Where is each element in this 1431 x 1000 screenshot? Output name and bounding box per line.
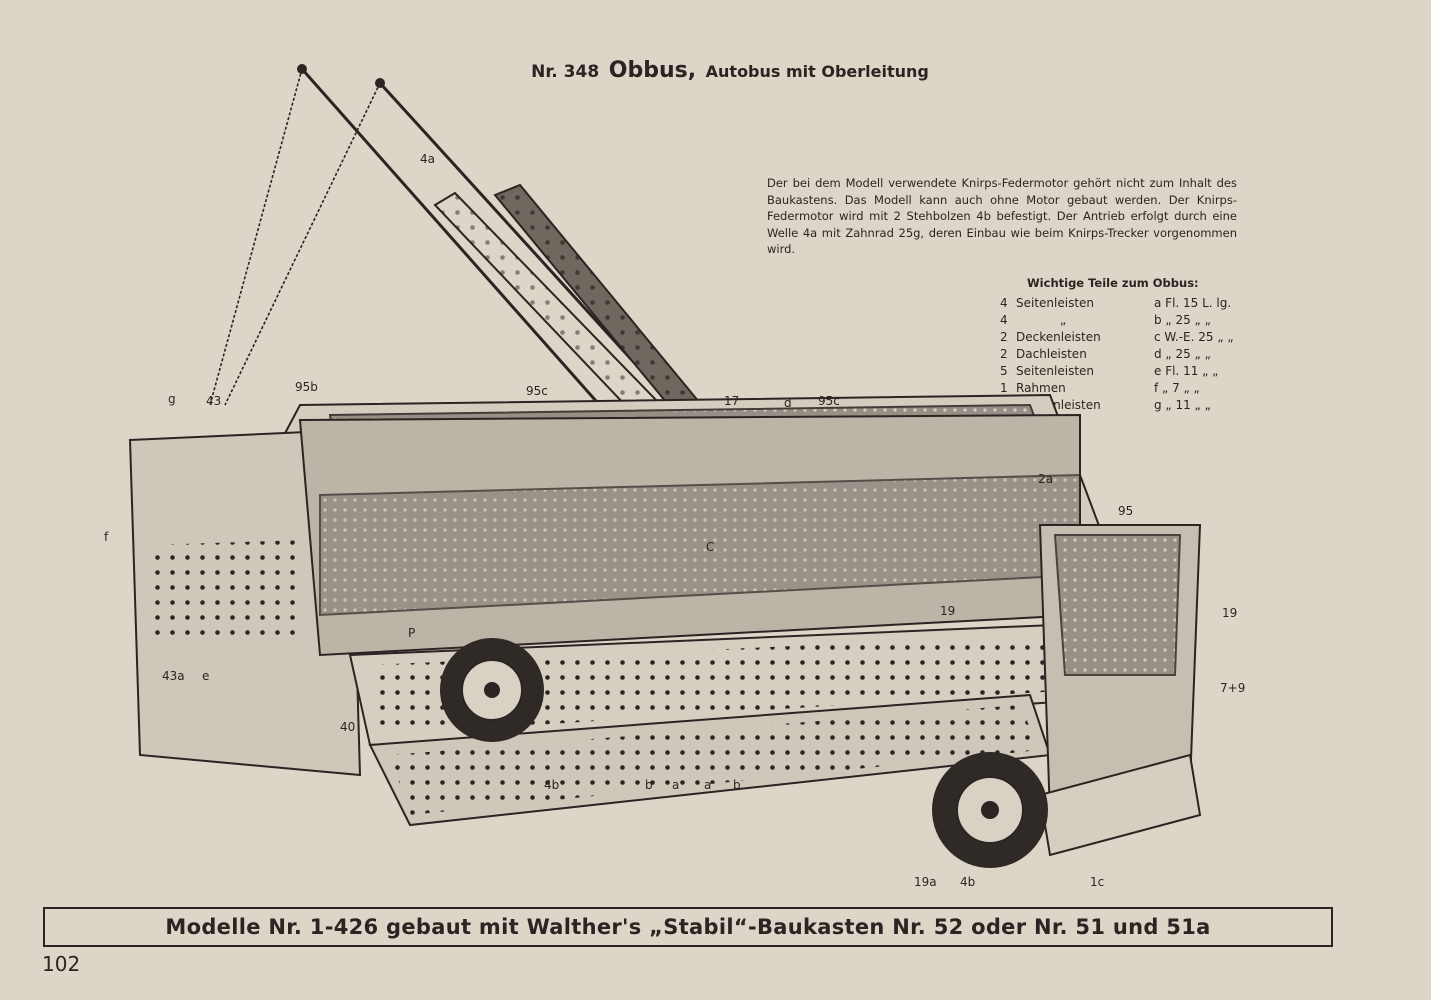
bus-body bbox=[128, 393, 1202, 857]
label-e: e bbox=[202, 669, 209, 683]
label-c: C bbox=[706, 540, 714, 554]
part-name: Seitenleisten bbox=[1016, 364, 1095, 378]
parts-row: 2 Dachleisten d „ 25 „ „ bbox=[1000, 347, 1235, 364]
label-d: d bbox=[784, 396, 792, 410]
part-qty: 2 bbox=[1000, 347, 1008, 361]
label-95: 95 bbox=[1118, 504, 1133, 518]
label-19a: 19a bbox=[914, 875, 937, 889]
model-name: Obbus, bbox=[608, 58, 697, 83]
label-43a: 43a bbox=[162, 669, 185, 683]
label-g: g bbox=[168, 392, 176, 406]
footer-banner: Modelle Nr. 1-426 gebaut mit Walther's „… bbox=[43, 907, 1333, 947]
part-name: Rahmen bbox=[1016, 381, 1066, 395]
label-4a-top: 4a bbox=[420, 152, 435, 166]
label-p: P bbox=[408, 626, 415, 640]
parts-row: 5 Seitenleisten e Fl. 11 „ „ bbox=[1000, 364, 1235, 381]
part-spec: b „ 25 „ „ bbox=[1154, 313, 1211, 327]
footer-text: Modelle Nr. 1-426 gebaut mit Walther's „… bbox=[165, 915, 1211, 939]
label-43: 43 bbox=[206, 394, 221, 408]
label-40: 40 bbox=[340, 720, 355, 734]
label-4b-bottom: 4b bbox=[960, 875, 975, 889]
parts-row: 4 Seitenleisten a Fl. 15 L. lg. bbox=[1000, 296, 1235, 313]
label-b2: b bbox=[733, 778, 741, 792]
label-4b-left: 4b bbox=[544, 778, 559, 792]
part-spec: f „ 7 „ „ bbox=[1154, 381, 1200, 395]
part-spec: a Fl. 15 L. lg. bbox=[1154, 296, 1232, 310]
part-spec: g „ 11 „ „ bbox=[1154, 398, 1211, 412]
parts-row: 4 „ b „ 25 „ „ bbox=[1000, 313, 1235, 330]
label-95b: 95b bbox=[295, 380, 318, 394]
label-b1: b bbox=[645, 778, 653, 792]
label-19-right: 19 bbox=[1222, 606, 1237, 620]
label-2a: 2a bbox=[1038, 472, 1053, 486]
assembly-description: Der bei dem Modell verwendete Knirps-Fed… bbox=[767, 176, 1237, 257]
drawing-labels: 4a g 43 95b 95c 17 d 95c 2a 95 f 19 19 7… bbox=[104, 152, 1245, 889]
trolleybus-drawing: 4a g 43 95b 95c 17 d 95c 2a 95 f 19 19 7… bbox=[104, 64, 1245, 889]
label-95c-left: 95c bbox=[526, 384, 548, 398]
part-spec: d „ 25 „ „ bbox=[1154, 347, 1211, 361]
part-name: Seitenleisten bbox=[1016, 296, 1095, 310]
label-19-mid: 19 bbox=[940, 604, 955, 618]
parts-row: 1 Rahmen f „ 7 „ „ bbox=[1000, 381, 1235, 398]
parts-heading: Wichtige Teile zum Obbus: bbox=[1027, 276, 1199, 290]
page-number: 102 bbox=[42, 952, 81, 976]
trolley-poles bbox=[209, 64, 720, 449]
part-spec: e Fl. 11 „ „ bbox=[1154, 364, 1219, 378]
label-7plus9: 7+9 bbox=[1220, 681, 1245, 695]
part-qty: 4 bbox=[1000, 296, 1008, 310]
part-name: Deckenleisten bbox=[1016, 330, 1101, 344]
label-a1: a bbox=[672, 778, 679, 792]
part-name: Dachleisten bbox=[1016, 347, 1087, 361]
part-qty: 2 bbox=[1000, 330, 1008, 344]
parts-row: 2 Deckenleisten c W.-E. 25 „ „ bbox=[1000, 330, 1235, 347]
label-a2: a bbox=[704, 778, 711, 792]
part-qty: 1 bbox=[1000, 381, 1008, 395]
part-name: „ bbox=[1060, 313, 1067, 327]
model-title: Nr. 348 Obbus, Autobus mit Oberleitung bbox=[470, 58, 990, 83]
part-qty: 5 bbox=[1000, 364, 1008, 378]
label-17: 17 bbox=[724, 394, 739, 408]
label-95c-right: 95c bbox=[818, 394, 840, 408]
label-f: f bbox=[104, 530, 109, 544]
model-number: Nr. 348 bbox=[531, 62, 600, 82]
wheels bbox=[440, 638, 1048, 868]
model-subtitle: Autobus mit Oberleitung bbox=[705, 62, 929, 81]
part-spec: c W.-E. 25 „ „ bbox=[1154, 330, 1234, 344]
label-1c: 1c bbox=[1090, 875, 1104, 889]
part-qty: 4 bbox=[1000, 313, 1008, 327]
